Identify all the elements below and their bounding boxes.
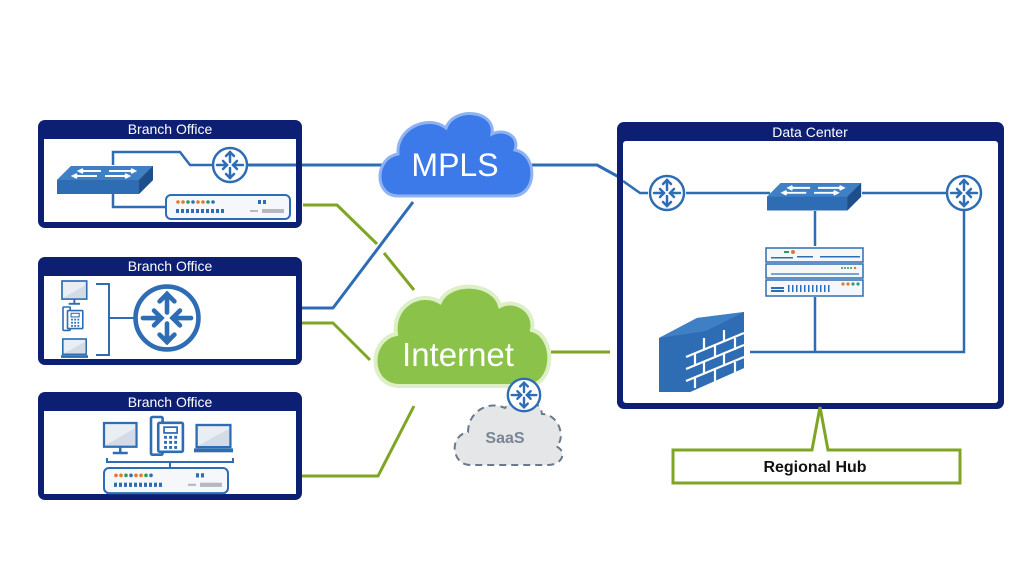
regional-hub-label: Regional Hub	[763, 459, 866, 476]
router-icon	[648, 174, 686, 212]
mpls-cloud[interactable]: MPLS	[378, 112, 534, 198]
laptop-icon	[60, 338, 89, 359]
internet-router-icon	[506, 377, 542, 413]
branch-office-1: Branch Office	[38, 120, 302, 228]
sd-wan-appliance-icon	[165, 194, 291, 220]
router-icon	[945, 174, 983, 212]
regional-hub-callout: Regional Hub	[671, 406, 962, 485]
switch-icon	[766, 182, 863, 212]
data-center-title: Data Center	[772, 124, 848, 140]
ip-phone-icon	[149, 415, 185, 457]
sd-wan-appliance-icon	[102, 466, 230, 495]
internet-cloud[interactable]: Internet	[373, 284, 552, 388]
firewall-icon	[659, 312, 745, 392]
branch-office-1-title: Branch Office	[128, 121, 213, 137]
saas-cloud[interactable]: SaaS	[453, 398, 564, 466]
router-icon	[136, 287, 199, 350]
saas-cloud-label: SaaS	[485, 430, 524, 447]
internet-cloud-label: Internet	[402, 336, 514, 373]
branch-office-2: Branch Office	[38, 257, 302, 365]
switch-icon	[56, 165, 154, 195]
branch-office-2-title: Branch Office	[128, 258, 213, 274]
link-branch1-internet	[303, 203, 379, 246]
data-center: Data Center	[617, 122, 1004, 409]
mpls-cloud-label: MPLS	[411, 147, 498, 183]
router-icon	[211, 146, 249, 184]
ip-phone-icon	[62, 306, 84, 332]
branch-office-3-title: Branch Office	[128, 394, 213, 410]
server-stack-icon	[765, 247, 864, 297]
branch-office-3: Branch Office	[38, 392, 302, 500]
laptop-icon	[192, 423, 235, 454]
